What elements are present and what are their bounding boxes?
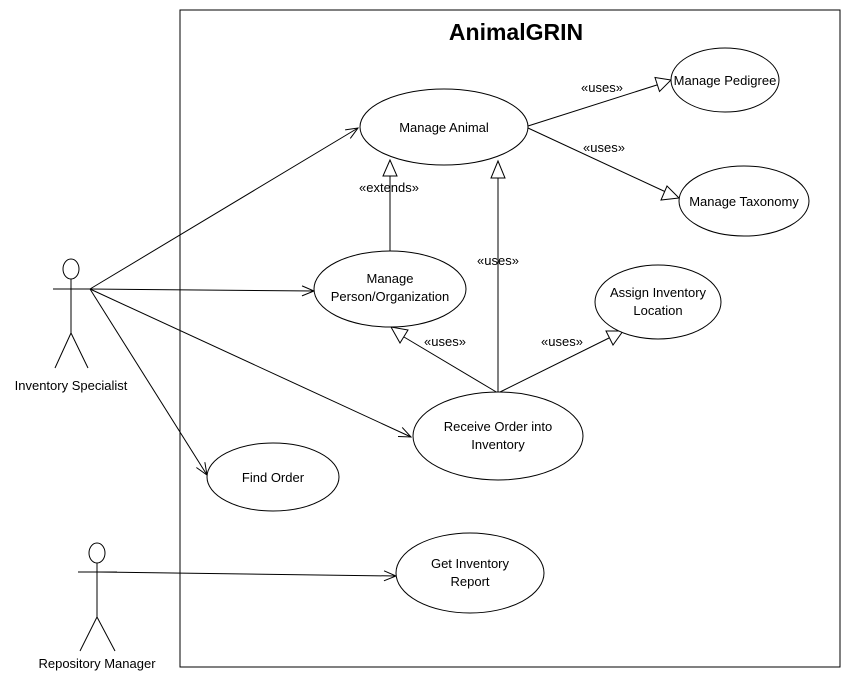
- use-case-shape: [670, 47, 780, 113]
- uses-animal-pedigree: [527, 83, 661, 127]
- use-case-find-order[interactable]: Find Order: [206, 442, 340, 512]
- use-case-shape: [412, 391, 584, 481]
- uses-receive-animal-label: «uses»: [477, 253, 519, 268]
- use-case-shape: [206, 442, 340, 512]
- system-title: AnimalGRIN: [449, 19, 583, 45]
- use-case-label: Manage Animal: [399, 120, 489, 135]
- uses-receive-person: [403, 336, 499, 394]
- uses-receive-animal-arrowhead: [490, 159, 506, 179]
- use-case-get-inventory-report[interactable]: Get Inventory Report: [395, 532, 545, 614]
- assoc-specialist-receive-order: [89, 288, 411, 437]
- use-case-label-line-2: Report: [450, 574, 489, 589]
- actor-left-leg: [54, 332, 72, 369]
- use-case-label: Find Order: [242, 470, 305, 485]
- uses-animal-taxonomy-arrowhead: [660, 185, 681, 201]
- actor-repository-manager[interactable]: Repository Manager: [38, 542, 156, 671]
- extends-person-animal-arrowhead: [382, 158, 398, 177]
- uses-receive-assign-label: «uses»: [541, 334, 583, 349]
- actor-inventory-specialist[interactable]: Inventory Specialist: [15, 258, 128, 393]
- use-case-label-line-2: Inventory: [471, 437, 525, 452]
- uses-animal-pedigree-label: «uses»: [581, 80, 623, 95]
- assoc-specialist-find-order: [89, 288, 207, 475]
- uses-receive-assign-arrowhead: [605, 330, 624, 346]
- use-case-shape: [395, 532, 545, 614]
- use-case-shape: [359, 88, 529, 166]
- actor-head: [88, 542, 106, 564]
- actor-right-leg: [70, 332, 89, 369]
- assoc-specialist-manage-animal: [89, 128, 358, 290]
- use-case-manage-person-organization[interactable]: Manage Person/Organization: [313, 250, 467, 328]
- use-case-manage-taxonomy[interactable]: Manage Taxonomy: [678, 165, 810, 237]
- use-case-label-line-1: Assign Inventory: [610, 285, 707, 300]
- use-case-manage-animal[interactable]: Manage Animal: [359, 88, 529, 166]
- actor-head: [62, 258, 80, 280]
- uses-receive-person-arrowhead: [390, 326, 409, 344]
- system-boundary: [179, 9, 841, 668]
- assoc-specialist-manage-person: [89, 289, 314, 291]
- uses-animal-taxonomy: [527, 127, 669, 194]
- uses-animal-pedigree-arrowhead: [654, 76, 673, 93]
- actor-label-inventory-specialist: Inventory Specialist: [15, 378, 128, 393]
- use-case-label: Manage Pedigree: [674, 73, 777, 88]
- assoc-manager-inventory-report: [96, 572, 396, 576]
- use-case-shape: [313, 250, 467, 328]
- use-case-assign-inventory-location[interactable]: Assign Inventory Location: [594, 264, 722, 340]
- extends-label: «extends»: [359, 180, 419, 195]
- use-case-label-line-1: Get Inventory: [431, 556, 510, 571]
- actor-label-repository-manager: Repository Manager: [38, 656, 156, 671]
- actor-left-leg: [79, 616, 98, 652]
- use-case-label: Manage Taxonomy: [689, 194, 799, 209]
- use-case-label-line-1: Manage: [367, 271, 414, 286]
- use-case-label-line-2: Person/Organization: [331, 289, 450, 304]
- use-case-label-line-1: Receive Order into: [444, 419, 552, 434]
- uses-receive-assign: [497, 337, 610, 394]
- use-case-manage-pedigree[interactable]: Manage Pedigree: [670, 47, 780, 113]
- uses-animal-taxonomy-label: «uses»: [583, 140, 625, 155]
- use-case-label-line-2: Location: [633, 303, 682, 318]
- uses-receive-person-label: «uses»: [424, 334, 466, 349]
- actor-right-leg: [96, 616, 116, 652]
- use-case-receive-order[interactable]: Receive Order into Inventory: [412, 391, 584, 481]
- use-case-shape: [594, 264, 722, 340]
- use-case-shape: [678, 165, 810, 237]
